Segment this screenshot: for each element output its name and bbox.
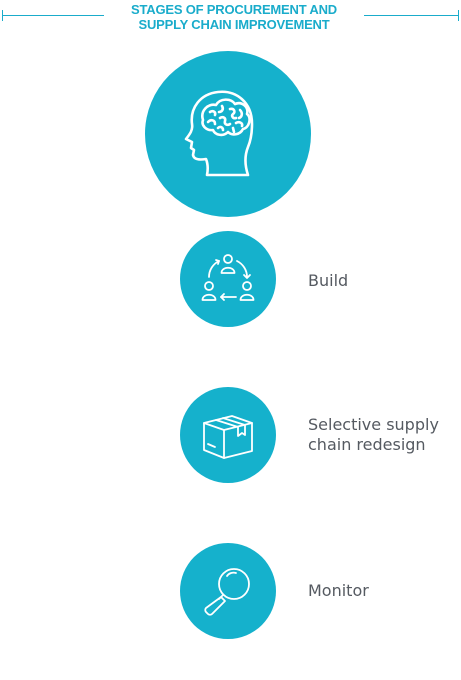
package-box-icon [203,415,253,459]
people-cycle-icon [201,254,255,301]
header-right-tick [458,10,459,21]
step-monitor-circle [180,543,276,639]
step-redesign-label: Selective supply chain redesign [308,415,439,454]
page-title-line-1: STAGES OF PROCUREMENT AND [131,2,337,17]
step-build-circle [180,231,276,327]
page-title-line-2: SUPPLY CHAIN IMPROVEMENT [138,17,330,32]
step-monitor-label: Monitor [308,581,369,600]
step-build-label: Build [308,271,349,290]
page-title: STAGES OF PROCUREMENT AND SUPPLY CHAIN I… [104,2,364,32]
hero-circle [145,51,311,217]
header-right-rule [364,15,458,16]
header-left-rule [2,15,104,16]
head-brain-icon [184,90,254,177]
magnifier-icon [204,568,250,616]
step-redesign-circle [180,387,276,483]
